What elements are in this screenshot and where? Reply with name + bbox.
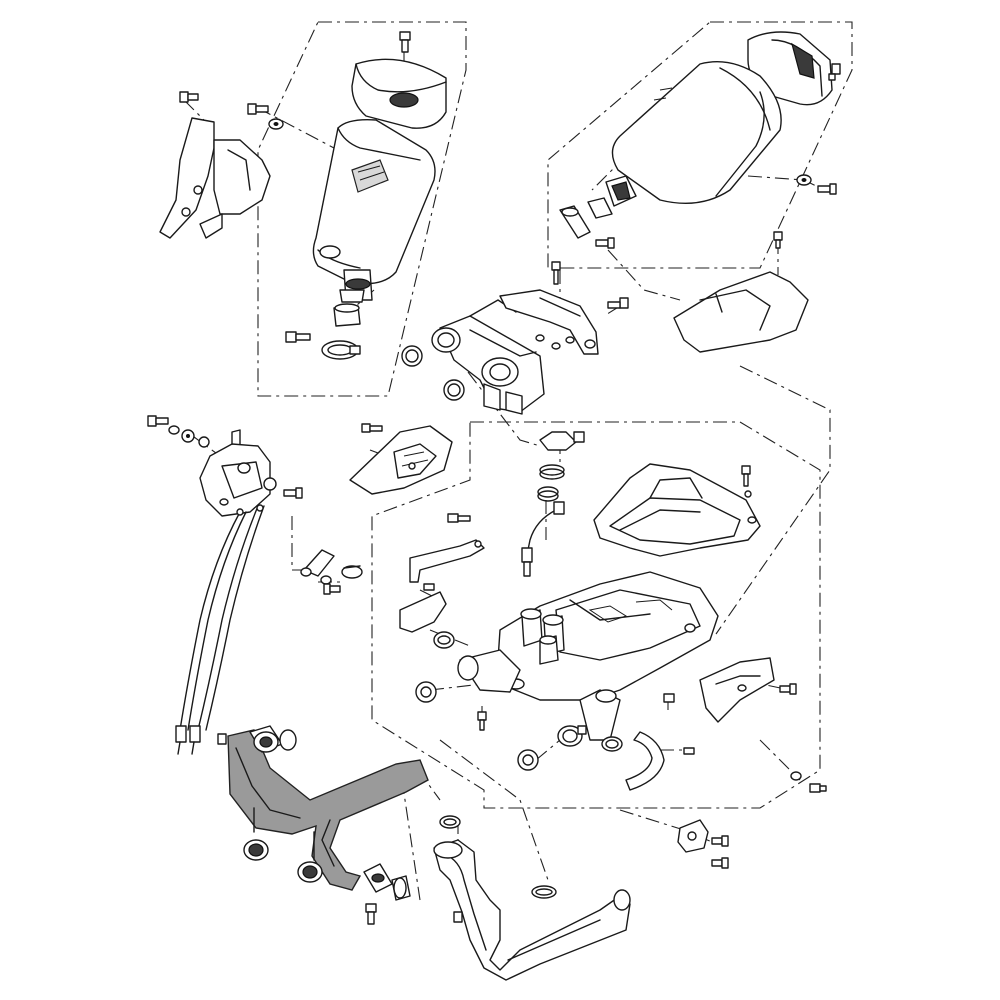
grommet-icon — [263, 477, 277, 491]
bolt-icon — [247, 103, 269, 115]
bolt-icon — [551, 261, 561, 285]
servo-and-cables — [147, 415, 363, 755]
valve-clamp — [539, 431, 585, 451]
muffler-label-plate — [351, 159, 389, 193]
exhaust-clamp — [243, 839, 269, 861]
washer-icon — [268, 118, 284, 130]
outlet-clamp — [557, 725, 587, 747]
washer-icon — [320, 575, 332, 585]
bolt-icon — [817, 183, 837, 195]
bolt-icon — [179, 91, 199, 103]
lower-heat-shield — [593, 463, 761, 557]
washer-icon — [535, 334, 545, 342]
exhaust-clamp — [297, 861, 323, 883]
exhaust-valve-assembly — [401, 261, 629, 415]
bolt-icon — [779, 683, 797, 695]
left-muffler-body — [312, 118, 436, 303]
heat-shield-side — [699, 657, 775, 723]
bolt-icon — [595, 237, 615, 249]
collar-icon — [198, 436, 210, 448]
left-muffler-assembly — [159, 31, 447, 360]
cable-clamp — [341, 565, 363, 579]
bolt-icon — [399, 31, 411, 53]
bolt-icon — [477, 711, 487, 731]
valve-gasket — [401, 345, 423, 367]
right-muffler-body — [605, 61, 782, 207]
under-engine-muffler-assembly — [349, 423, 827, 793]
muffler-end-cap — [351, 58, 447, 129]
bolt-icon — [147, 415, 169, 427]
servo-cable-pair — [175, 504, 265, 755]
assembly-outlines — [257, 21, 853, 809]
bolt-icon — [323, 583, 341, 595]
bolt-icon — [773, 231, 783, 249]
bolt-icon — [283, 487, 303, 499]
o2-sensor — [521, 501, 565, 577]
bolt-icon — [361, 423, 383, 433]
grommet-icon — [181, 429, 195, 443]
gasket-sleeve-icon — [517, 749, 539, 771]
bolt-icon — [365, 903, 377, 925]
washer-icon — [565, 336, 575, 344]
valve-cover — [499, 289, 599, 355]
curved-guard — [625, 731, 665, 791]
muffler-outlet-pipe — [457, 649, 621, 741]
muffler-clamp — [321, 340, 361, 360]
right-muffler-clamp — [559, 205, 591, 239]
clamp-ring-icon — [601, 736, 623, 752]
gasket-ring-icon — [539, 464, 565, 480]
bolt-icon — [741, 465, 751, 487]
washer-icon — [796, 174, 812, 186]
washer-icon — [790, 771, 802, 781]
right-muffler-assembly — [559, 31, 841, 353]
mounting-bracket-left — [399, 591, 447, 633]
washer-icon — [168, 425, 180, 435]
muffler-gasket — [333, 303, 361, 327]
bolt-icon — [711, 835, 729, 847]
rear-pipe-clamp — [531, 885, 557, 899]
bolt-icon — [607, 297, 629, 309]
servo-motor — [199, 429, 271, 517]
rear-exhaust-pipe — [433, 815, 631, 981]
pipe-end-fitting — [363, 863, 411, 901]
bolt-icon — [447, 513, 471, 523]
muffler-inlet-pipes — [520, 608, 565, 665]
washer-icon — [551, 342, 561, 350]
left-muffler-bracket — [159, 117, 271, 239]
bolt-icon — [423, 583, 435, 591]
gasket-sleeve-icon — [415, 681, 437, 703]
valve-gasket — [443, 379, 465, 401]
left-muffler-outline — [257, 21, 467, 397]
sensor-bracket — [409, 539, 485, 583]
valve-housing — [431, 299, 545, 415]
gasket-ring-icon — [537, 486, 559, 502]
under-muffler-outline — [371, 421, 821, 809]
right-muffler-outline — [547, 21, 853, 269]
right-heat-guard — [673, 271, 809, 353]
bolt-icon — [828, 63, 841, 81]
main-muffler-body — [497, 571, 719, 701]
clamp-bolt-icon — [285, 331, 311, 343]
valve-pulley — [300, 549, 335, 577]
bolt-icon — [663, 693, 675, 703]
bolt-icon — [683, 747, 695, 755]
right-muffler-gasket — [587, 197, 613, 219]
upper-heat-shield — [349, 425, 453, 495]
front-exhaust-pipe — [217, 725, 429, 891]
clamp-ring-icon — [433, 631, 455, 649]
bolt-icon — [809, 783, 827, 793]
rear-mount-bracket — [677, 819, 709, 853]
bolt-icon — [711, 857, 729, 869]
